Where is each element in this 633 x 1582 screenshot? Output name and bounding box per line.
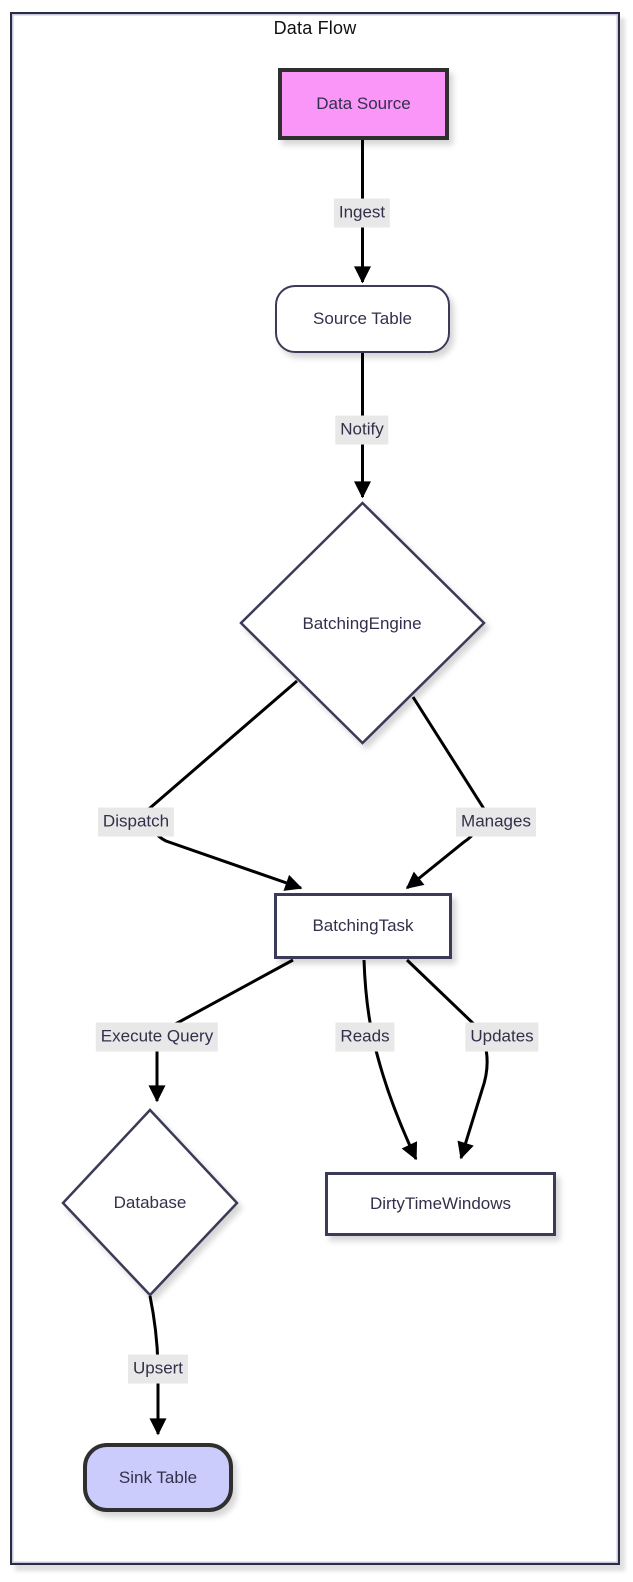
node-dirty-time-windows-label: DirtyTimeWindows: [369, 1194, 512, 1213]
edge-reads: [362, 959, 418, 1161]
node-data-source-label: Data Source: [316, 94, 411, 113]
diagram-title: Data Flow: [273, 18, 357, 38]
edge-label-execute-query: Execute Query: [95, 1022, 219, 1052]
node-batching-task-label: BatchingTask: [312, 916, 414, 935]
edge-updates: [405, 958, 489, 1160]
node-batching-engine-shape: [239, 501, 486, 745]
edge-label-ingest: Ingest: [333, 198, 391, 228]
node-batching-engine-label: BatchingEngine: [302, 614, 422, 633]
node-sink-table-label: Sink Table: [118, 1467, 198, 1487]
node-source-table-label: Source Table: [313, 309, 412, 328]
node-dirty-time-windows: DirtyTimeWindows: [325, 1172, 556, 1236]
node-database-shape: [61, 1108, 239, 1297]
node-batching-task: BatchingTask: [274, 893, 452, 959]
edge-dispatch: [141, 679, 303, 891]
edge-label-manages: Manages: [456, 807, 536, 837]
node-database-label: Database: [113, 1193, 187, 1212]
edge-label-upsert: Upsert: [127, 1354, 189, 1384]
edge-label-updates: Updates: [465, 1022, 539, 1052]
node-sink-table: Sink Table: [83, 1443, 233, 1512]
node-data-source: Data Source: [278, 68, 449, 140]
node-source-table: Source Table: [275, 285, 450, 353]
edge-label-reads: Reads: [335, 1022, 395, 1052]
diagram-frame: [10, 12, 620, 1565]
edge-label-notify: Notify: [335, 415, 389, 445]
edge-manages: [405, 696, 488, 890]
edge-label-dispatch: Dispatch: [97, 807, 175, 837]
